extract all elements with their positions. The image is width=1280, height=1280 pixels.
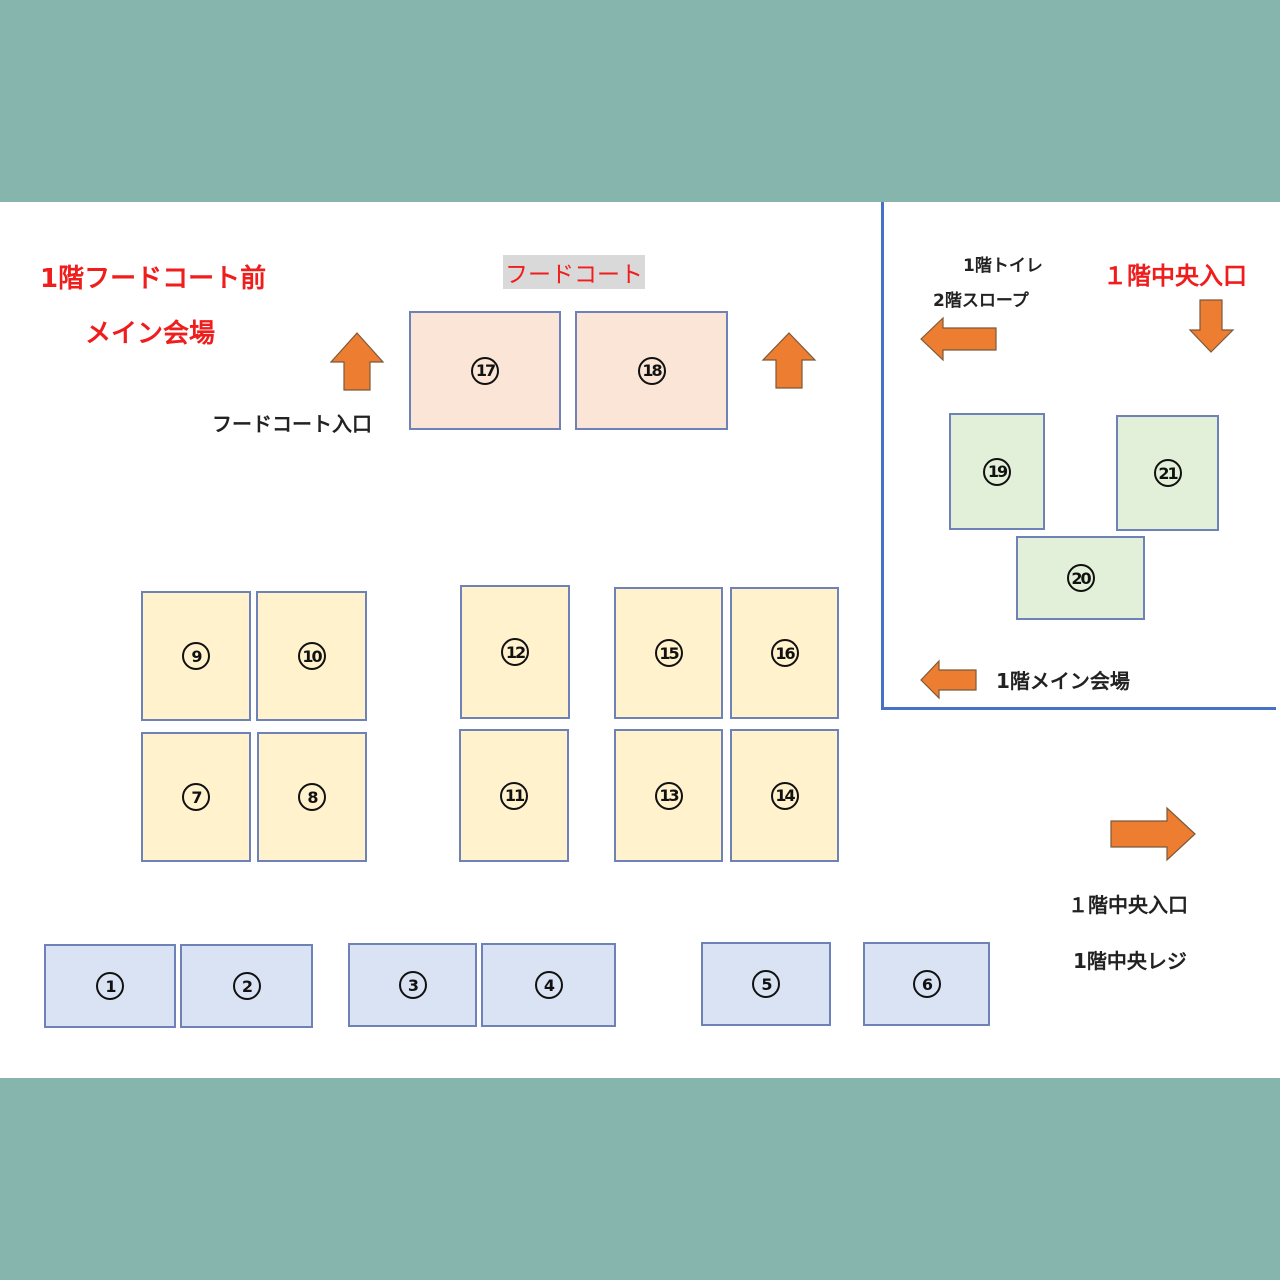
booth-21[interactable]: 21 [1116, 415, 1219, 531]
booth-number: 3 [398, 971, 427, 999]
zone-border-vertical [881, 202, 884, 710]
slope-label: 2階スロープ [933, 291, 1029, 311]
booth-16[interactable]: 16 [730, 587, 839, 719]
booth-18[interactable]: 18 [575, 311, 728, 430]
booth-number: 7 [182, 783, 210, 811]
booth-number: 11 [500, 781, 528, 810]
booth-6[interactable]: 6 [863, 942, 990, 1026]
booth-number: 2 [232, 972, 261, 1000]
booth-number: 20 [1066, 564, 1095, 592]
booth-15[interactable]: 15 [614, 587, 723, 719]
booth-number: 5 [752, 970, 780, 998]
booth-11[interactable]: 11 [459, 729, 569, 862]
booth-number: 1 [96, 972, 124, 1000]
booth-3[interactable]: 3 [348, 943, 477, 1027]
booth-number: 6 [912, 970, 941, 998]
arrow-up-icon [329, 332, 385, 391]
booth-4[interactable]: 4 [481, 943, 616, 1027]
booth-5[interactable]: 5 [701, 942, 831, 1026]
booth-17[interactable]: 17 [409, 311, 561, 430]
arrow-up-icon [761, 332, 817, 389]
booth-number: 16 [770, 639, 799, 667]
booth-8[interactable]: 8 [257, 732, 367, 862]
booth-number: 12 [501, 638, 529, 666]
booth-10[interactable]: 10 [256, 591, 367, 721]
toilet-label: 1階トイレ [963, 256, 1043, 276]
booth-number: 21 [1153, 459, 1182, 487]
arrow-down-icon [1188, 299, 1235, 353]
booth-number: 17 [471, 356, 499, 385]
booth-number: 19 [983, 457, 1011, 486]
central-register-label: 1階中央レジ [1073, 949, 1187, 973]
booth-7[interactable]: 7 [141, 732, 251, 862]
venue-title: 1階フードコート前 [40, 264, 267, 294]
booth-13[interactable]: 13 [614, 729, 723, 862]
booth-2[interactable]: 2 [180, 944, 313, 1028]
booth-number: 10 [297, 642, 326, 670]
arrow-left-icon [920, 316, 997, 362]
venue-subtitle: メイン会場 [85, 319, 216, 349]
booth-number: 4 [534, 971, 563, 999]
central-entrance-label: １階中央入口 [1103, 262, 1247, 290]
arrow-right-icon [1110, 806, 1196, 862]
booth-20[interactable]: 20 [1016, 536, 1145, 620]
food-court-entrance-label: フードコート入口 [212, 412, 372, 436]
booth-number: 14 [770, 781, 799, 810]
booth-14[interactable]: 14 [730, 729, 839, 862]
booth-number: 8 [298, 783, 326, 811]
booth-9[interactable]: 9 [141, 591, 251, 721]
booth-number: 9 [182, 642, 210, 670]
booth-number: 13 [654, 781, 683, 810]
food-court-label: フードコート [503, 255, 645, 289]
arrow-left-icon [920, 659, 977, 700]
main-venue-label: 1階メイン会場 [996, 669, 1130, 693]
booth-12[interactable]: 12 [460, 585, 570, 719]
central-entrance-bottom-label: １階中央入口 [1068, 893, 1188, 917]
booth-19[interactable]: 19 [949, 413, 1045, 530]
booth-number: 18 [637, 356, 666, 385]
booth-number: 15 [654, 639, 683, 667]
zone-border-horizontal [881, 707, 1276, 710]
booth-1[interactable]: 1 [44, 944, 176, 1028]
